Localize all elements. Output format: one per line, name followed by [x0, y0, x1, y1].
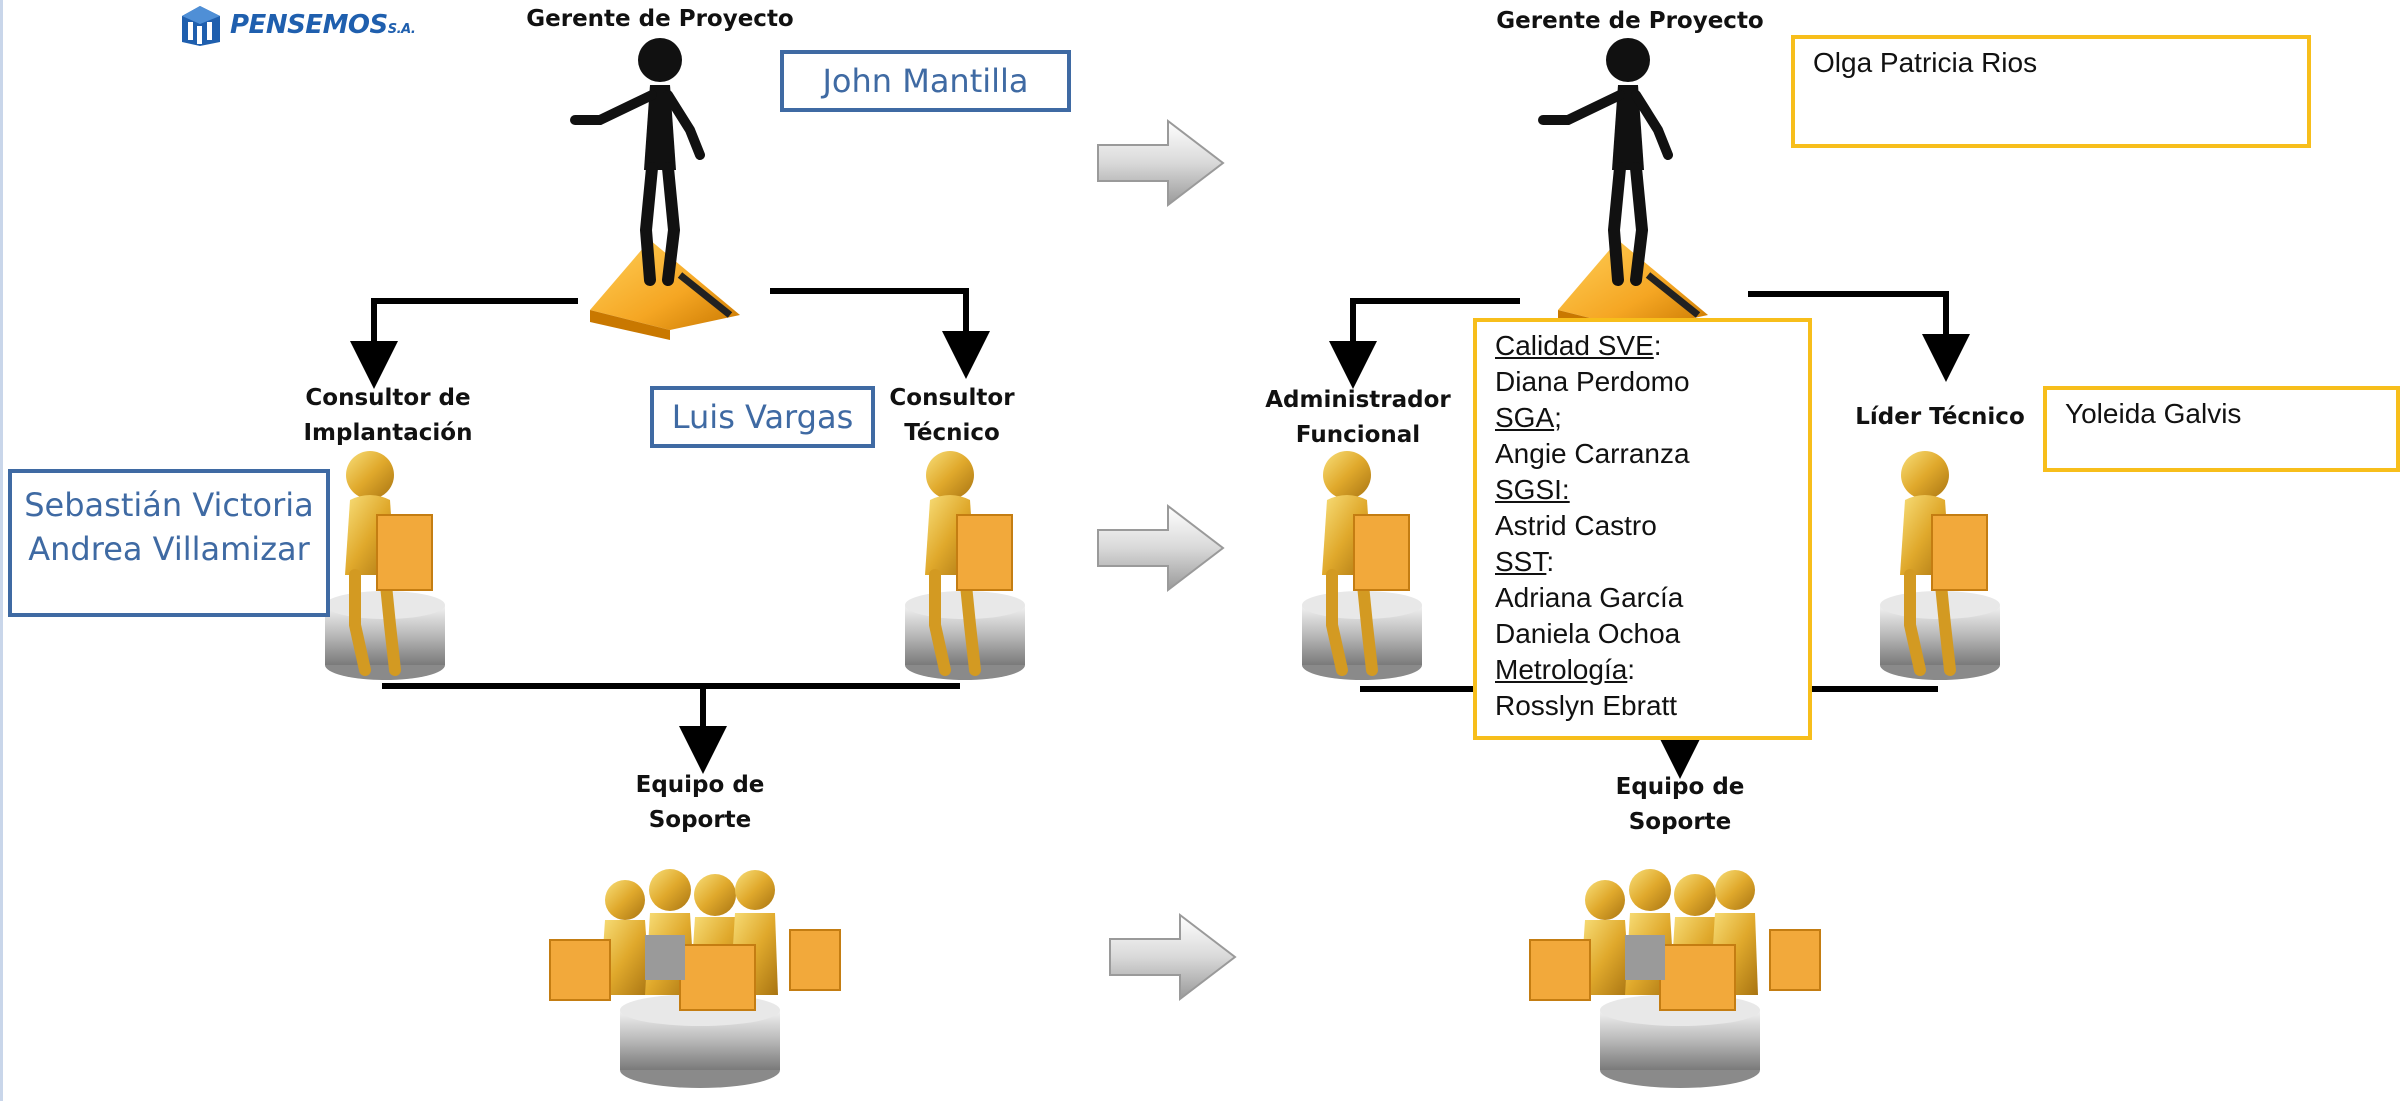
right-manager-figure-icon [1543, 38, 1708, 340]
left-manager-figure-icon [575, 38, 740, 340]
right-tech-lead-figure-icon [1880, 451, 2000, 680]
team-line-metrologia: Metrología: [1495, 654, 1636, 685]
left-support-team-icon [549, 868, 841, 1089]
left-consultant-tech-name-box: Luis Vargas [650, 386, 875, 448]
team-sst-name: Daniela Ochoa [1495, 618, 1681, 649]
team-line-sst: SST: [1495, 546, 1555, 577]
team-metrologia-name: Rosslyn Ebratt [1495, 690, 1678, 721]
consultant-impl-name: Sebastián Victoria [24, 486, 314, 524]
right-team-box: Calidad SVE: Diana Perdomo SGA; Angie Ca… [1473, 318, 1812, 740]
left-consultant-tech-figure-icon [905, 451, 1025, 680]
right-support-team-icon [1529, 868, 1821, 1089]
team-metrologia-label: Metrología [1495, 654, 1628, 685]
team-line-sgsi: SGSI: [1495, 472, 1790, 508]
team-calidad-name: Diana Perdomo [1495, 366, 1690, 397]
right-tech-lead-name-box: Yoleida Galvis [2043, 386, 2400, 472]
team-sga-name: Angie Carranza [1495, 438, 1690, 469]
left-consultant-impl-label: Consultor de Implantación [303, 385, 473, 446]
right-admin-label: Administrador Funcional [1265, 387, 1451, 448]
right-manager-label: Gerente de Proyecto [1496, 8, 1764, 34]
team-line-sga: SGA; [1495, 402, 1562, 433]
consultant-impl-name: Andrea Villamizar [28, 530, 310, 568]
left-consultant-impl-figure-icon [325, 451, 445, 680]
left-manager-label: Gerente de Proyecto [526, 6, 794, 32]
left-consultant-tech-label: Consultor Técnico [889, 385, 1015, 446]
page-left-border [0, 0, 3, 1101]
transition-arrow-icon [1097, 120, 1224, 206]
transition-arrow-icon [1097, 505, 1224, 591]
team-sst-label: SST [1495, 546, 1547, 577]
left-consultant-impl-names-box: Sebastián Victoria Andrea Villamizar [8, 469, 330, 617]
team-sgsi-name: Astrid Castro [1495, 510, 1657, 541]
right-tech-lead-label: Líder Técnico [1855, 404, 2025, 430]
team-calidad-label: Calidad SVE [1495, 330, 1654, 361]
logo-text: PENSEMOSS.A. [230, 10, 416, 40]
right-support-label: Equipo de Soporte [1615, 774, 1745, 835]
right-manager-name-box: Olga Patricia Rios [1791, 35, 2311, 148]
pensemos-logo: PENSEMOSS.A. [178, 2, 416, 48]
team-line-calidad: Calidad SVE: [1495, 330, 1662, 361]
team-sgsi-label: SGSI: [1495, 474, 1570, 505]
team-sga-label: SGA [1495, 402, 1555, 433]
left-manager-name-box: John Mantilla [780, 50, 1071, 112]
right-admin-figure-icon [1302, 451, 1422, 680]
pensemos-logo-icon [182, 6, 220, 46]
left-connectors [350, 288, 990, 774]
transition-arrow-icon [1109, 914, 1236, 1000]
left-support-label: Equipo de Soporte [635, 772, 765, 833]
team-sst-name: Adriana García [1495, 582, 1684, 613]
